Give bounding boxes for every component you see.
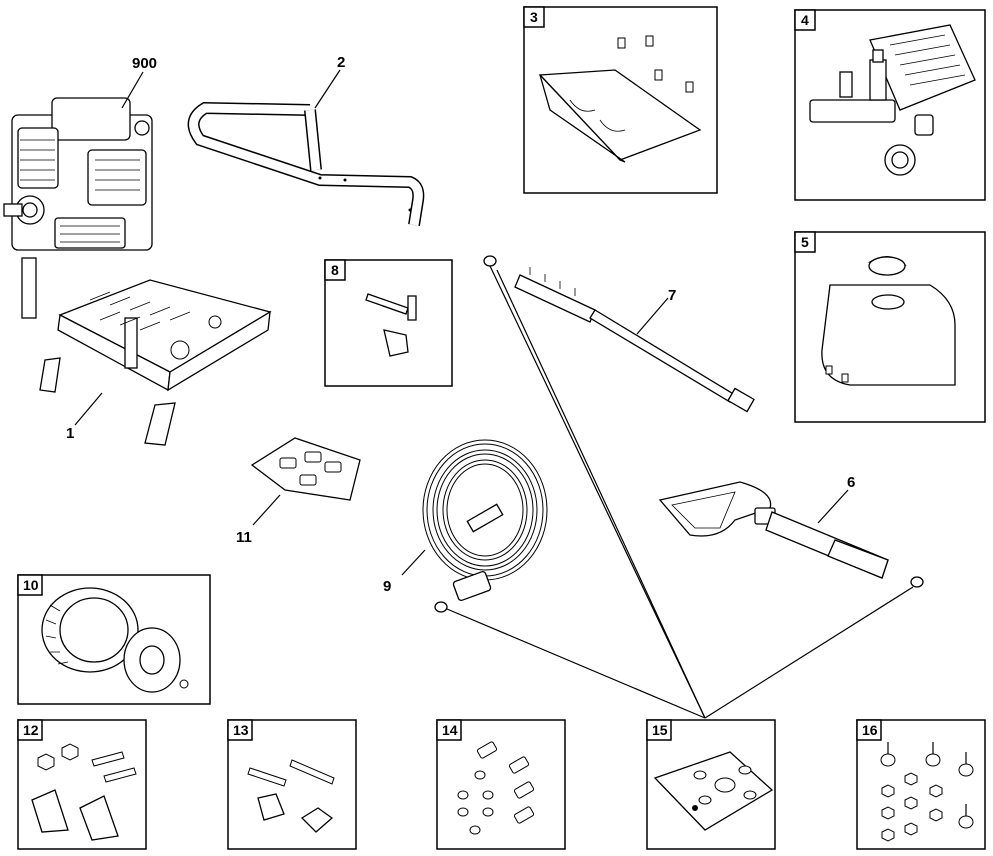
box-part-4	[794, 9, 986, 201]
callout-11: 11	[236, 529, 252, 546]
box-label-13: 13	[233, 722, 249, 738]
box-label-15: 15	[652, 722, 668, 738]
box-label-10: 10	[23, 577, 39, 593]
leader-lines-to-box-15	[446, 265, 914, 719]
callout-900: 900	[132, 55, 157, 72]
box-part-12	[17, 719, 147, 850]
box-label-12: 12	[23, 722, 39, 738]
gun-part-6	[658, 481, 924, 588]
box-part-5	[794, 231, 986, 423]
callout-6: 6	[847, 474, 855, 491]
handle-part-2	[187, 101, 425, 226]
box-part-13	[227, 719, 357, 850]
callout-7: 7	[668, 287, 676, 304]
callout-2: 2	[337, 54, 345, 71]
box-label-14: 14	[442, 722, 458, 738]
box-label-3: 3	[530, 9, 538, 25]
box-label-5: 5	[801, 234, 809, 250]
box-label-16: 16	[862, 722, 878, 738]
box-part-15	[646, 719, 776, 850]
hose-part-9	[422, 439, 548, 613]
box-part-8	[324, 259, 453, 387]
callout-1: 1	[66, 425, 74, 442]
box-part-16	[856, 719, 986, 850]
wand-part-7	[483, 255, 755, 413]
box-label-8: 8	[331, 262, 339, 278]
box-part-3	[523, 6, 718, 194]
box-part-10	[17, 574, 211, 705]
box-part-14	[436, 719, 566, 850]
box-label-4: 4	[801, 12, 809, 28]
callout-9: 9	[383, 578, 391, 595]
frame-part-1	[21, 208, 291, 446]
nozzle-pack-part-11	[250, 437, 361, 501]
engine-part-900	[3, 97, 153, 251]
